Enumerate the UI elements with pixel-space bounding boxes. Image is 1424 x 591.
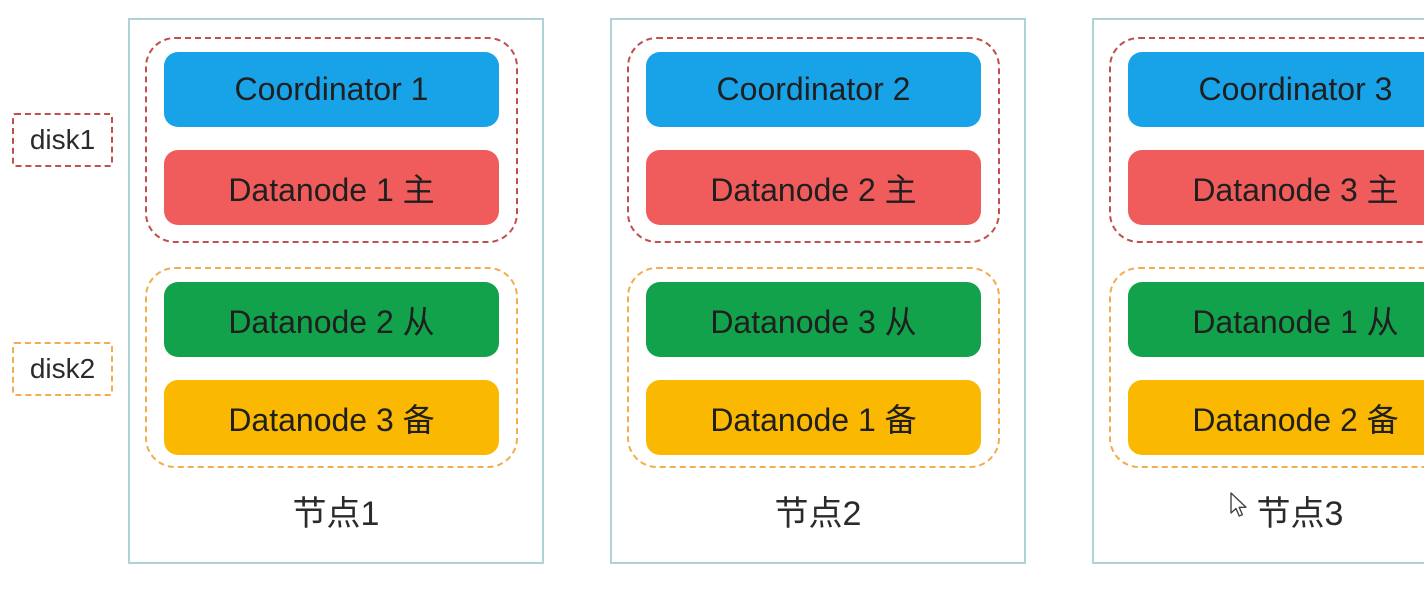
node-2-datanode-primary-box: Datanode 2 主: [646, 150, 981, 225]
node-1-label: 节点1: [292, 495, 380, 533]
node-2-disk1-group: Coordinator 2 Datanode 2 主: [627, 37, 1000, 243]
node-1-datanode-slave-box: Datanode 2 从: [164, 282, 499, 357]
disk1-label: disk1: [12, 113, 113, 167]
node-3-coordinator-box: Coordinator 3: [1128, 52, 1424, 127]
node-1-datanode-primary-box: Datanode 1 主: [164, 150, 499, 225]
node-2-label: 节点2: [774, 495, 862, 533]
node-2-coordinator-box: Coordinator 2: [646, 52, 981, 127]
node-2: Coordinator 2 Datanode 2 主 Datanode 3 从 …: [610, 18, 1026, 564]
node-3-label: 节点3: [1256, 495, 1344, 533]
node-2-disk2-group: Datanode 3 从 Datanode 1 备: [627, 267, 1000, 468]
node-1-datanode-backup-box: Datanode 3 备: [164, 380, 499, 455]
node-1: Coordinator 1 Datanode 1 主 Datanode 2 从 …: [128, 18, 544, 564]
node-3-disk2-group: Datanode 1 从 Datanode 2 备: [1109, 267, 1424, 468]
node-3-datanode-primary-box: Datanode 3 主: [1128, 150, 1424, 225]
node-3-disk1-group: Coordinator 3 Datanode 3 主: [1109, 37, 1424, 243]
mouse-cursor-icon: [1230, 492, 1247, 517]
disk2-label: disk2: [12, 342, 113, 396]
node-2-datanode-slave-box: Datanode 3 从: [646, 282, 981, 357]
node-1-disk2-group: Datanode 2 从 Datanode 3 备: [145, 267, 518, 468]
node-2-datanode-backup-box: Datanode 1 备: [646, 380, 981, 455]
node-3: Coordinator 3 Datanode 3 主 Datanode 1 从 …: [1092, 18, 1424, 564]
node-3-datanode-backup-box: Datanode 2 备: [1128, 380, 1424, 455]
node-1-coordinator-box: Coordinator 1: [164, 52, 499, 127]
node-3-datanode-slave-box: Datanode 1 从: [1128, 282, 1424, 357]
node-1-disk1-group: Coordinator 1 Datanode 1 主: [145, 37, 518, 243]
